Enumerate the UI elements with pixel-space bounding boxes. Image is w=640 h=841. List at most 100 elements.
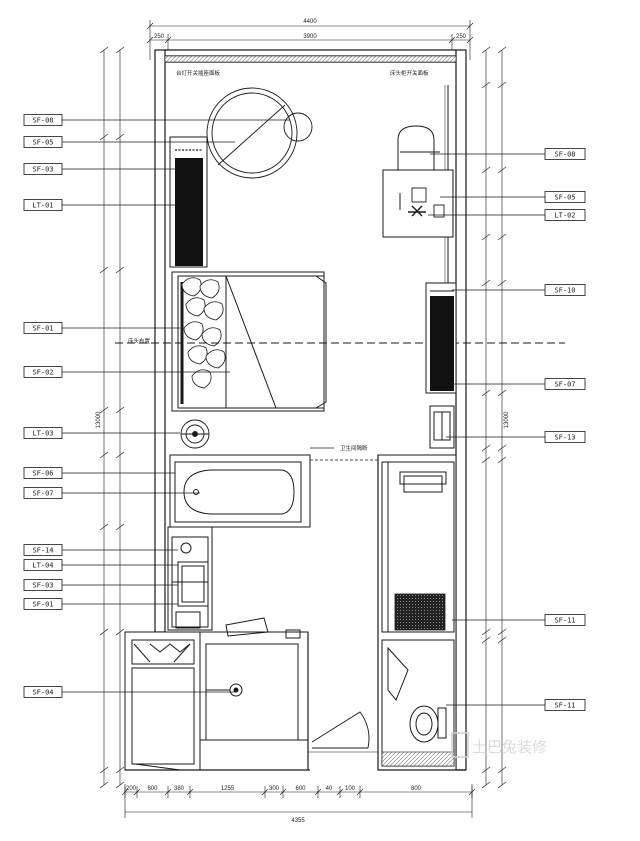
material-tag-box (23, 544, 63, 556)
toilet-threshold (381, 751, 455, 767)
wardrobe-left (169, 136, 208, 268)
dim-top-middle: 3900 (303, 34, 317, 40)
dim-bottom-segment: 800 (411, 786, 422, 792)
material-tag-box (544, 614, 586, 626)
material-tag-box (544, 284, 586, 296)
material-tag: SF-03 (32, 166, 53, 174)
partition-wall (310, 447, 378, 461)
dim-top-overall: 4400 (303, 19, 317, 25)
material-tag-box (544, 209, 586, 221)
material-tag: SF-08 (554, 151, 575, 159)
material-tag-box (23, 487, 63, 499)
material-tag: SF-01 (32, 325, 53, 333)
dim-bottom-segment: 200 (126, 786, 137, 792)
desk-chair (382, 125, 454, 238)
material-tag: SF-03 (32, 582, 53, 590)
material-tag-box (23, 366, 63, 378)
window-sill (164, 55, 457, 63)
vanity-area (167, 526, 213, 631)
desk-lamp (408, 187, 445, 218)
material-tag: SF-02 (32, 369, 53, 377)
material-tag: SF-05 (32, 139, 53, 147)
top-right-note: 床头柜开关面板 (390, 69, 429, 77)
bottom-dimensions (121, 784, 476, 818)
pillow-shape (191, 369, 212, 389)
material-tag: SF-06 (32, 470, 53, 478)
material-tag-box (23, 598, 63, 610)
dim-bottom-segment: 100 (345, 786, 356, 792)
pillow-shape (203, 301, 224, 321)
material-tag: SF-07 (554, 381, 575, 389)
pillow-shape (199, 279, 220, 299)
material-tag: SF-10 (554, 287, 575, 295)
pillow-shape (201, 327, 222, 347)
material-tag-box (23, 427, 63, 439)
floor-drain-mat (394, 593, 446, 631)
dim-bottom-segment: 380 (174, 786, 185, 792)
dim-top-right: 250 (456, 34, 467, 40)
dim-left-overall: 13000 (96, 411, 102, 428)
material-tag-box (23, 163, 63, 175)
left-tag-column: SF-08SF-05SF-03LT-01SF-01SF-02LT-03SF-06… (23, 114, 63, 698)
material-tag-box (544, 699, 586, 711)
dim-bottom-segment: 1255 (221, 786, 235, 792)
dim-bottom-overall: 4355 (291, 818, 305, 824)
entry-door (308, 711, 378, 753)
material-tag-box (544, 148, 586, 160)
material-tag: SF-04 (32, 689, 53, 697)
dim-bottom-segment: 600 (295, 786, 306, 792)
material-tag-box (23, 114, 63, 126)
mini-bar (429, 405, 455, 449)
dim-bottom-segment: 300 (269, 786, 280, 792)
material-tag: SF-11 (554, 702, 575, 710)
double-bed (171, 271, 327, 412)
material-tag-box (23, 467, 63, 479)
material-tag-box (544, 191, 586, 203)
floor-lamp (180, 419, 210, 449)
shower-room (199, 617, 309, 771)
top-left-note: 台灯开关插座面板 (176, 69, 221, 77)
bottom-segment-labels: 200 600 380 1255 300 600 40 100 800 (126, 786, 422, 792)
right-leader-lines (428, 153, 545, 706)
material-tag-box (23, 136, 63, 148)
entry-closet (124, 631, 201, 771)
dim-bottom-segment: 600 (147, 786, 158, 792)
left-dimension-chain (99, 46, 125, 789)
material-tag: SF-08 (32, 117, 53, 125)
dim-bottom-segment: 40 (326, 786, 333, 792)
material-tag-box (23, 559, 63, 571)
material-tag: SF-07 (32, 490, 53, 498)
material-tag: SF-05 (554, 194, 575, 202)
dim-top-left: 250 (154, 34, 165, 40)
lounge-chair (206, 87, 313, 179)
dim-right-overall: 13000 (504, 411, 510, 428)
material-tag-box (23, 579, 63, 591)
material-tag-box (23, 199, 63, 211)
left-leader-lines (62, 119, 290, 693)
right-dimension-chain (481, 46, 507, 789)
material-tag: SF-13 (554, 434, 575, 442)
material-tag: LT-02 (554, 212, 575, 220)
watermark-logo: 土巴兔装修 (451, 732, 547, 758)
top-dimensions (146, 20, 474, 60)
material-tag: LT-04 (32, 562, 53, 570)
wardrobe-right (425, 282, 457, 394)
bathtub (169, 454, 311, 528)
pillow-shape (205, 349, 226, 369)
material-tag: SF-14 (32, 547, 53, 555)
watermark-text: 土巴兔装修 (472, 738, 547, 756)
material-tag-box (544, 378, 586, 390)
material-tag-box (23, 322, 63, 334)
material-tag: SF-11 (554, 617, 575, 625)
material-tag-box (544, 431, 586, 443)
material-tag: SF-01 (32, 601, 53, 609)
bed-note: 床头布置 (128, 337, 151, 345)
material-tag-box (23, 686, 63, 698)
center-note: 卫生间隔断 (340, 444, 368, 452)
interior-walls (125, 455, 466, 771)
bed-pillows (181, 277, 226, 389)
material-tag: LT-01 (32, 202, 53, 210)
material-tag: LT-03 (32, 430, 53, 438)
